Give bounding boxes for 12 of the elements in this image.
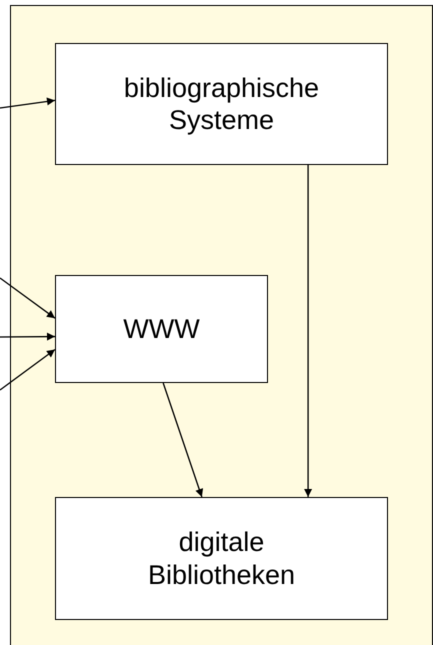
arrow xyxy=(304,165,312,497)
arrow xyxy=(0,277,56,319)
arrow xyxy=(0,332,55,341)
arrow xyxy=(162,382,204,498)
box-label: digitale Bibliotheken xyxy=(146,526,296,591)
arrow xyxy=(0,349,56,391)
box-label: WWW xyxy=(123,312,200,346)
arrow xyxy=(0,97,56,109)
process-box xyxy=(55,275,268,383)
box-label: bibliographische Systeme xyxy=(122,72,320,136)
process-box xyxy=(55,43,388,165)
process-box xyxy=(55,497,388,620)
